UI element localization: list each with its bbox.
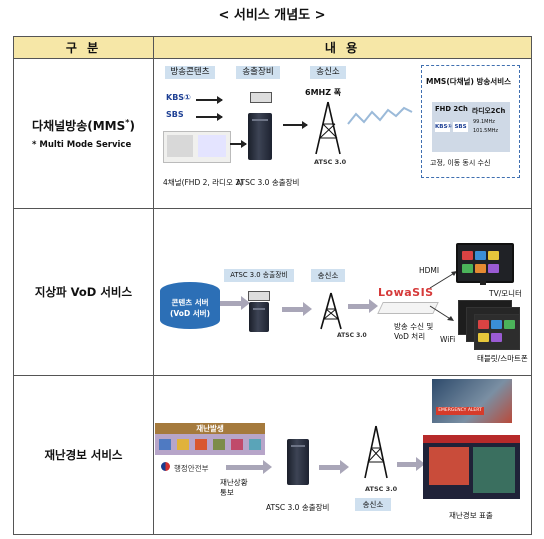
alert-tv-map (473, 447, 515, 493)
vod-tower-icon (320, 292, 342, 330)
volcano-icon (231, 439, 243, 450)
alert-caption: 재난경보 표출 (449, 511, 493, 520)
header-content: 내 용 (153, 36, 532, 59)
disaster-transmitter-tag: 송신소 (355, 498, 391, 511)
tv-caption: TV/모니터 (489, 289, 522, 298)
alert-tv-screen (423, 435, 520, 499)
mms-server-icon (248, 113, 272, 160)
fire-icon (195, 439, 207, 450)
tablet-icon (474, 314, 520, 350)
radio-channels: 라디오2Ch (472, 107, 506, 115)
radio-channel-panel (163, 131, 231, 163)
snow-icon (249, 439, 261, 450)
typhoon-icon (177, 439, 189, 450)
disaster-atsc-logo: ATSC 3.0 (365, 485, 398, 493)
db-label-1: 콘텐츠 서버 (171, 298, 209, 307)
content-server-db-icon: 콘텐츠 서버 (VoD 서버) (160, 282, 220, 329)
row-label-disaster: 재난경보 서비스 (13, 375, 154, 535)
vod-tag-equipment: ATSC 3.0 송출장비 (224, 269, 294, 282)
lowasis-logo: LowaSIS (378, 286, 434, 299)
mms-atsc-logo: ATSC 3.0 (314, 158, 347, 166)
tv-monitor-icon (456, 243, 514, 283)
mms-sbs-logo: SBS (453, 122, 468, 132)
tablet-caption: 태블릿/스마트폰 (477, 354, 528, 363)
alert-phone-banner: EMERGENCY ALERT (436, 407, 484, 415)
tag-equipment: 송출장비 (236, 66, 280, 79)
radio-arrow (230, 140, 247, 148)
freq-2: 101.5MHz (473, 128, 499, 134)
mms-equipment-caption: ATSC 3.0 송출장비 (236, 178, 300, 187)
radio-thumb-2 (198, 135, 226, 157)
tag-content: 방송콘텐츠 (165, 66, 215, 79)
radio-thumb-1 (167, 135, 193, 157)
channel-note: 4채널(FHD 2, 라디오 2) (163, 178, 243, 187)
disaster-server-icon (287, 439, 309, 485)
mms-service-caption: 고정, 이동 동시 수신 (430, 159, 491, 167)
wifi-label: WiFi (440, 335, 456, 344)
kbs-arrow (196, 96, 223, 104)
disaster-server-arrow (319, 460, 349, 474)
vod-output-arrows (429, 271, 457, 321)
db-arrow (220, 296, 250, 310)
vod-atsc-logo: ATSC 3.0 (337, 332, 367, 339)
mms-kbs-logo: KBS① (435, 122, 453, 132)
mms-server-arrow (283, 121, 308, 129)
header-category: 구 분 (13, 36, 154, 59)
alert-phone-screen: EMERGENCY ALERT (432, 379, 512, 423)
vod-tower-arrow (348, 299, 378, 313)
receive-text-1: 방송 수신 및 (394, 322, 434, 331)
row-content-vod (153, 208, 532, 376)
receive-text-2: VoD 처리 (394, 332, 426, 341)
mms-service-panel: FHD 2Ch 라디오2Ch KBS① SBS 99.1MHz 101.5MHz (432, 102, 510, 152)
disaster-banner: 재난발생 (155, 423, 265, 455)
government-emblem-icon (161, 462, 170, 471)
vod-server-icon (249, 302, 269, 332)
mms-tower-icon (315, 101, 341, 155)
alert-tv-panel (429, 447, 469, 485)
fhd-channels: FHD 2Ch (435, 105, 468, 113)
notify-text-1: 재난상황 (220, 478, 248, 487)
ministry-label: 행정안전부 (174, 464, 209, 473)
disaster-tower-icon (364, 425, 388, 479)
vod-server-small-icon (248, 291, 270, 301)
alert-tv-banner (423, 435, 520, 443)
earthquake-icon (213, 439, 225, 450)
tag-transmitter: 송신소 (310, 66, 346, 79)
mms-service-box: MMS(다채널) 방송서비스 FHD 2Ch 라디오2Ch KBS① SBS 9… (421, 65, 520, 178)
sbs-arrow (196, 113, 223, 121)
mms-service-title: MMS(다채널) 방송서비스 (426, 77, 511, 86)
freq-1: 99.1MHz (473, 119, 495, 125)
disaster-banner-title: 재난발생 (155, 423, 265, 434)
row-label-vod: 지상파 VoD 서비스 (13, 208, 154, 376)
hdmi-label: HDMI (419, 266, 440, 275)
notify-text-2: 통보 (220, 488, 234, 497)
mms-note: * Multi Mode Service (32, 140, 132, 150)
db-label-2: (VoD 서버) (169, 309, 211, 318)
sbs-logo: SBS (166, 110, 184, 119)
mms-server-small-icon (250, 92, 272, 103)
flood-icon (159, 439, 171, 450)
vod-tag-transmitter: 송신소 (311, 269, 345, 282)
kbs-logo: KBS① (166, 93, 191, 102)
disaster-tower-arrow (397, 457, 425, 471)
row-label-mms: 다채널방송(MMS*) * Multi Mode Service (13, 58, 154, 209)
ministry-arrow (226, 460, 272, 474)
tv-stand (480, 281, 486, 285)
mms-signal-wave (347, 106, 413, 125)
bandwidth-label: 6MHZ 폭 (305, 88, 342, 97)
vod-server-arrow (282, 302, 312, 316)
page-title: < 서비스 개념도 > (218, 8, 326, 23)
disaster-equipment-caption: ATSC 3.0 송출장비 (266, 503, 330, 512)
